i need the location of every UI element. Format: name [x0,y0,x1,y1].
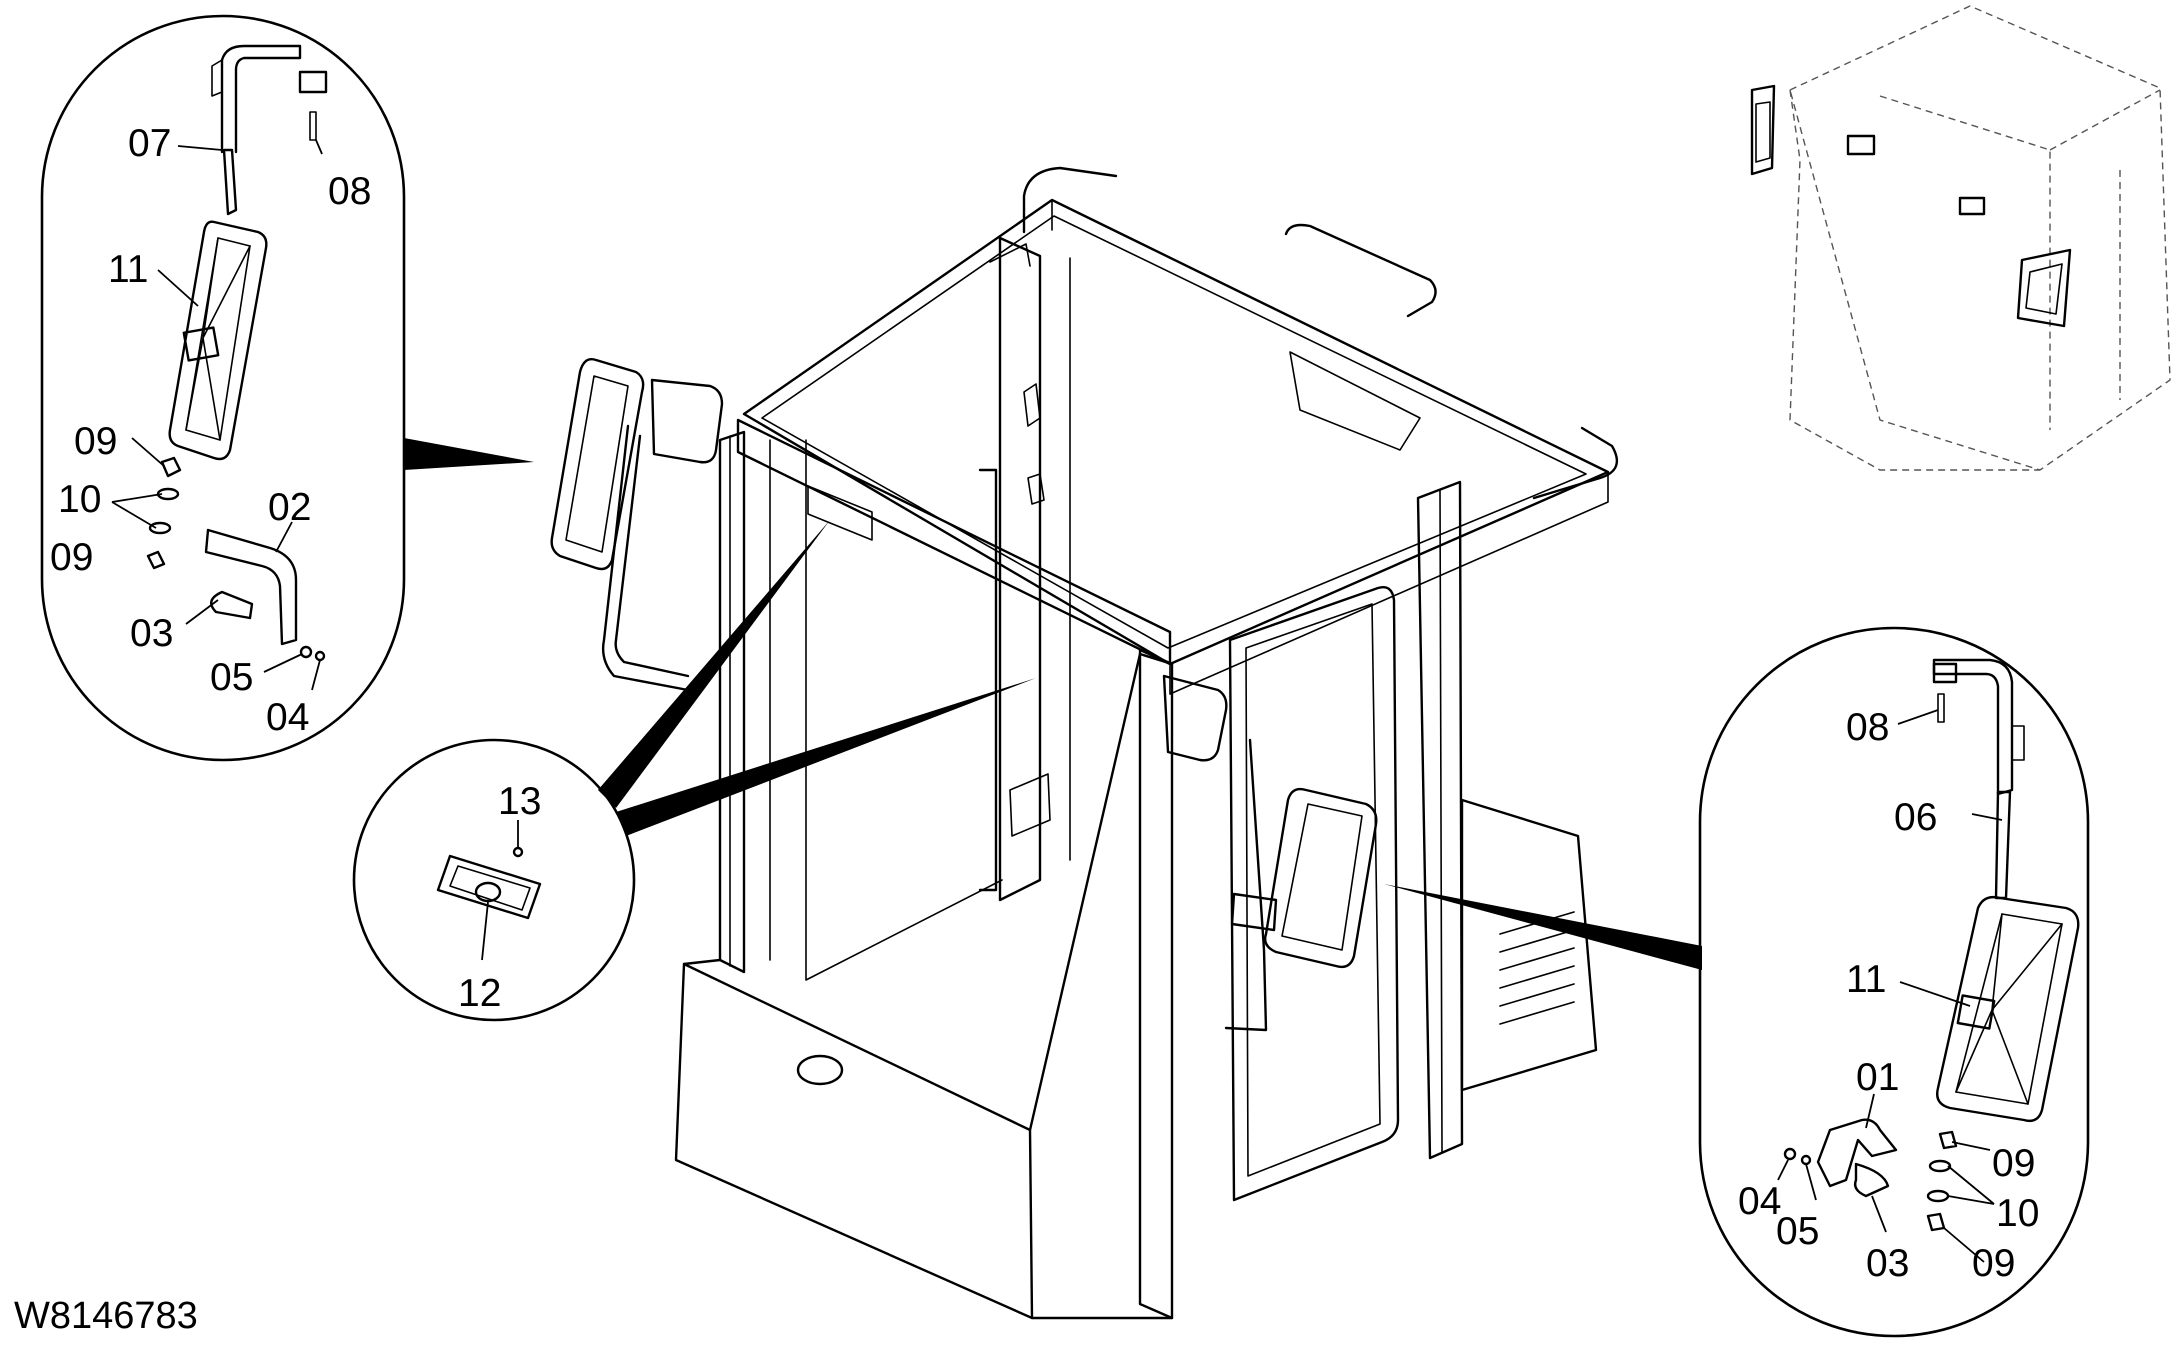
left-callout-08: 08 [328,170,371,213]
right-detail-bubble: 08 06 11 01 09 04 05 10 03 09 [1698,626,2090,1338]
left-mirror [168,220,268,461]
left-pointer-wedge [404,438,534,470]
drawing-number: W8146783 [14,1295,198,1337]
left-detail-bubble: 07 08 11 09 10 02 09 03 05 04 [40,14,406,762]
right-callout-03: 03 [1866,1242,1909,1285]
right-leaders [1777,709,2003,1263]
center-leader-12 [481,901,489,961]
right-callout-08: 08 [1846,706,1889,749]
right-callout-05: 05 [1776,1210,1819,1253]
center-detail-bubble: 13 12 [352,738,636,1022]
left-callout-09-lower: 09 [50,536,93,579]
center-pointer-wedge-1 [598,520,830,808]
left-callout-09-upper: 09 [74,420,117,463]
left-callout-04: 04 [266,696,309,739]
cab-left-mirror [550,358,724,692]
right-callout-01: 01 [1856,1056,1899,1099]
left-callout-03: 03 [130,612,173,655]
left-callout-02: 02 [268,486,311,529]
right-callout-10: 10 [1996,1192,2039,1235]
right-callout-06: 06 [1894,796,1937,839]
center-light-fixture [436,846,542,920]
center-callout-12: 12 [458,972,501,1015]
right-mirror [1936,895,2080,1123]
right-callout-09-upper: 09 [1992,1142,2035,1185]
left-callout-07: 07 [128,122,171,165]
right-callout-04: 04 [1738,1180,1781,1223]
left-callout-11: 11 [108,248,149,291]
left-callout-10: 10 [58,478,101,521]
left-callout-05: 05 [210,656,253,699]
center-callout-13: 13 [498,780,541,823]
cab-right-mirror [1162,674,1378,1032]
left-mirror-arm [211,44,328,216]
inset-cab-view [1750,5,2171,471]
left-leaders [111,139,323,691]
right-callout-11: 11 [1846,958,1887,1001]
right-pointer-wedge [1384,884,1702,970]
right-callout-09-lower: 09 [1972,1242,2015,1285]
cab-frame [674,166,1619,1320]
